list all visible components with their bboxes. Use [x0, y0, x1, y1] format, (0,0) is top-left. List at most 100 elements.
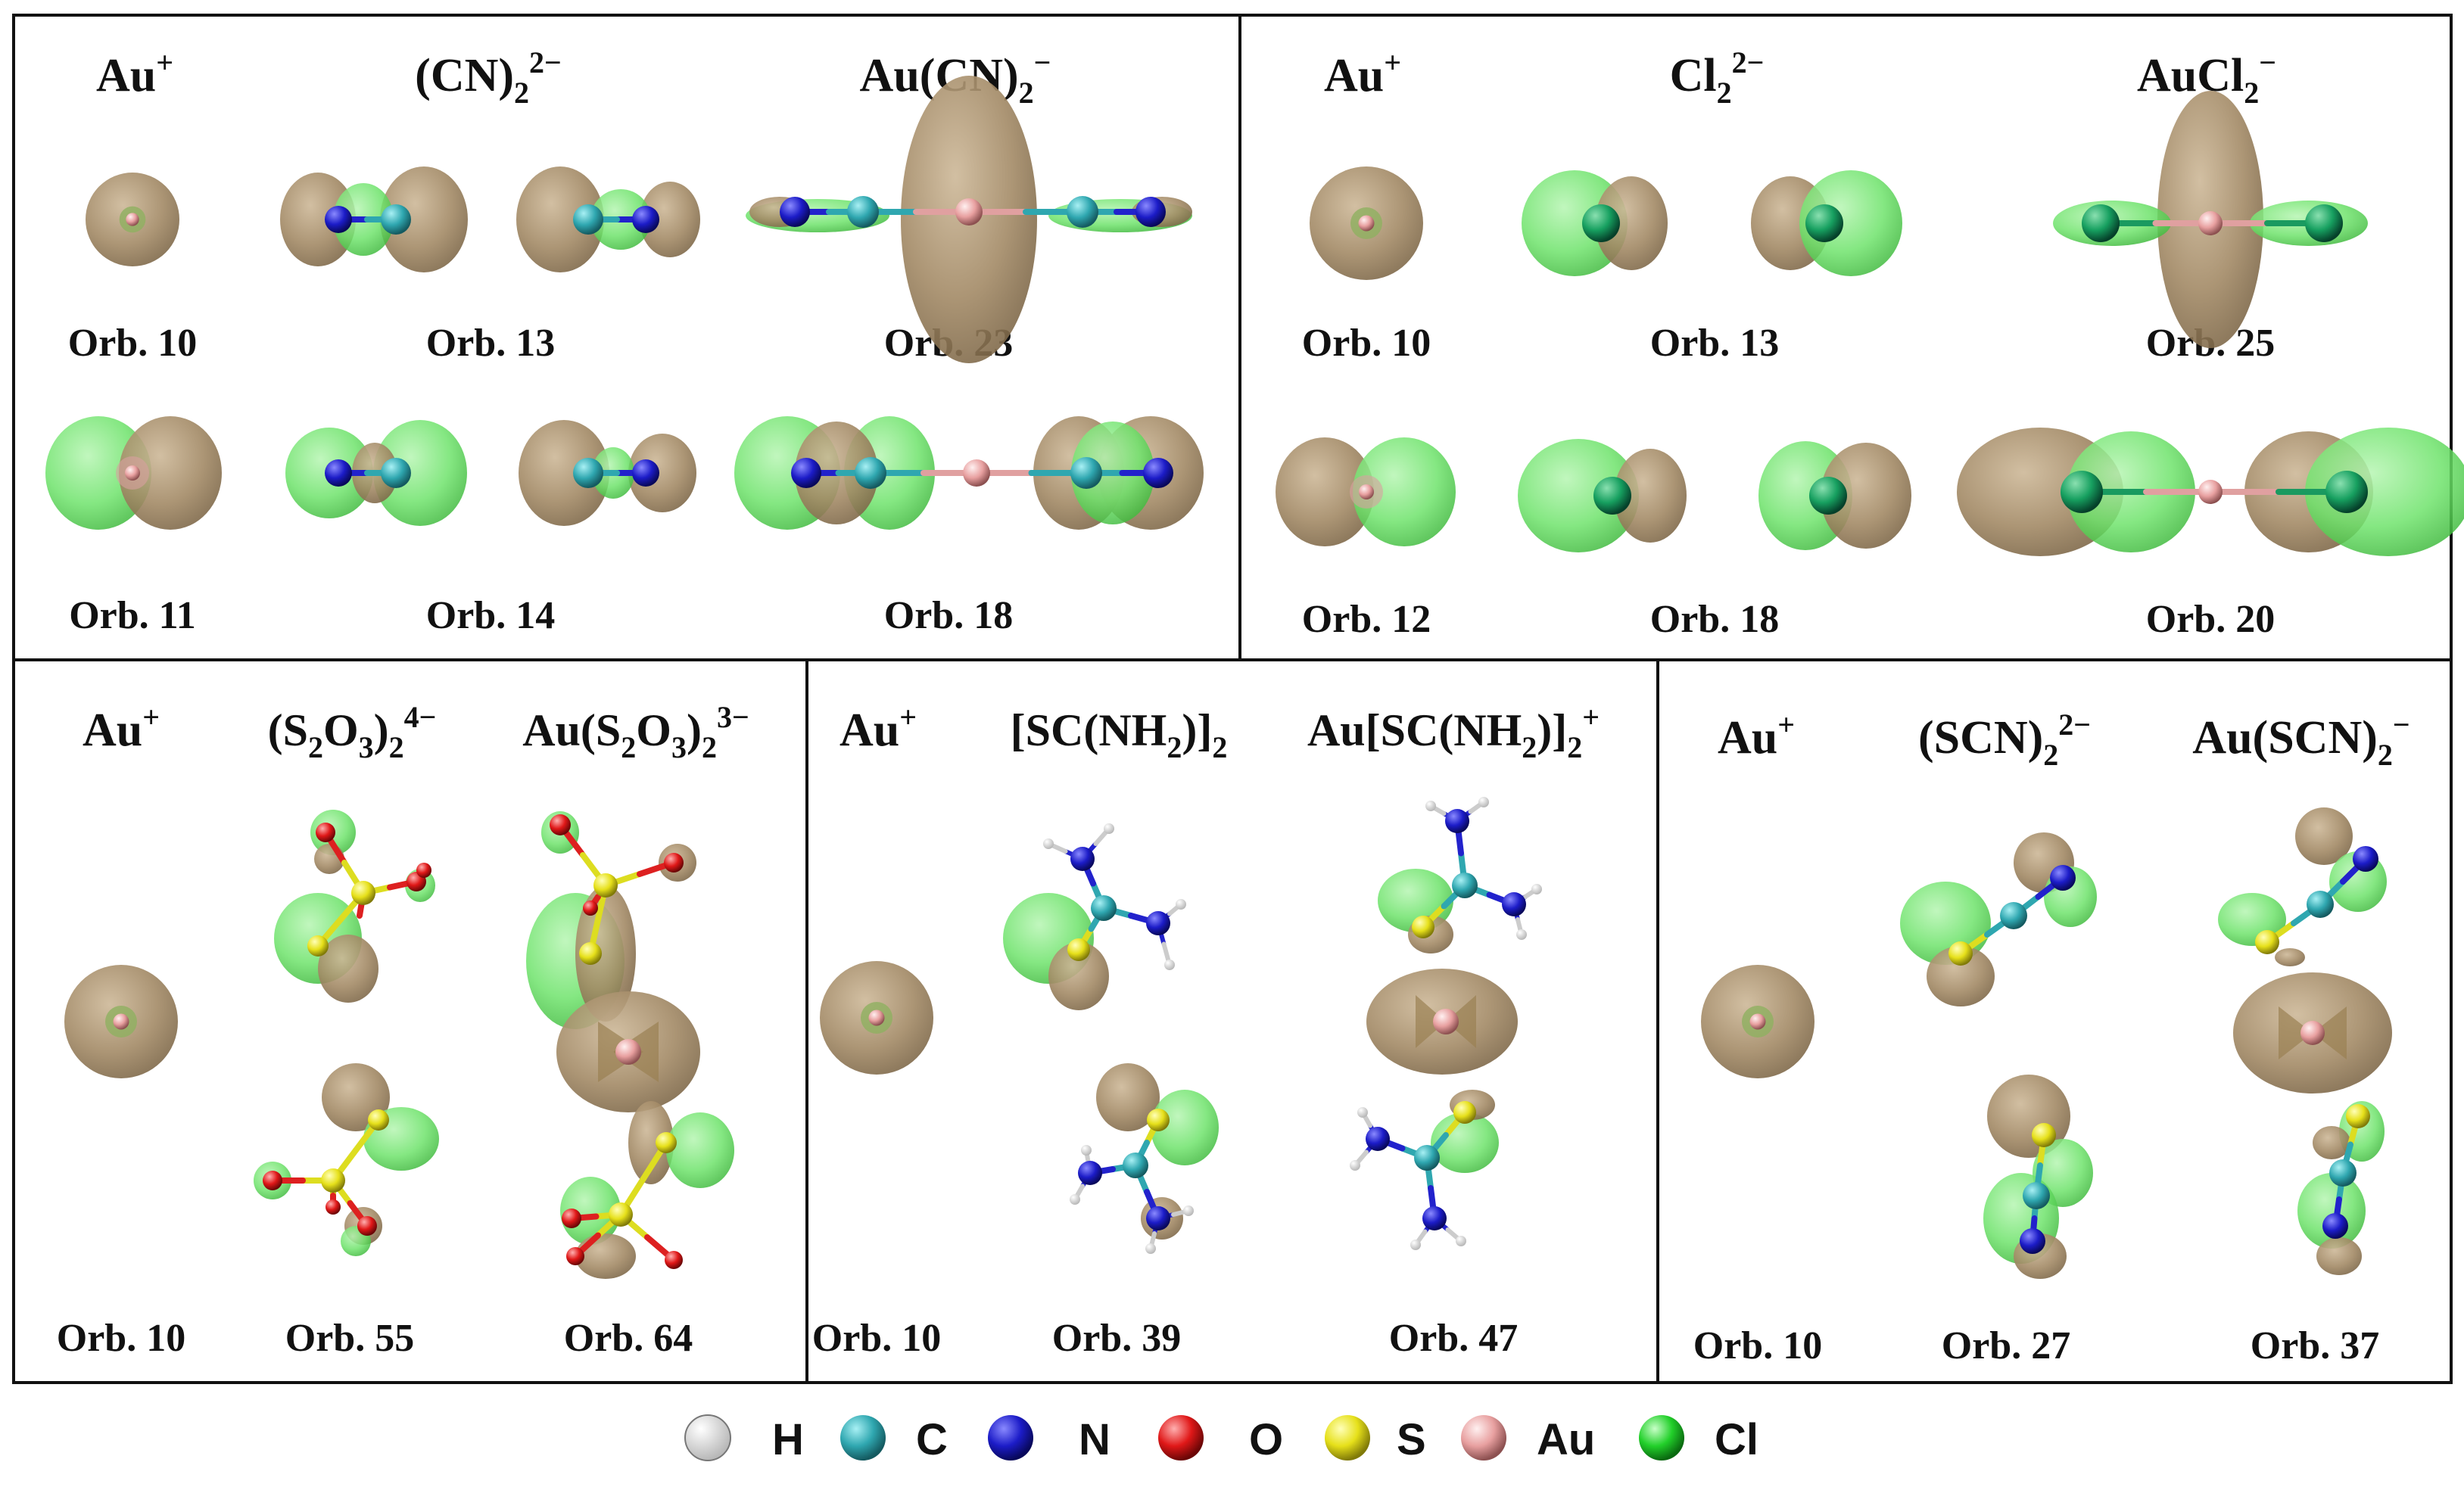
orbital-label: Orb. 55: [285, 1317, 414, 1360]
header-au-ion-1: Au+: [96, 45, 173, 101]
header-au-cl-complex: AuCl2−: [2137, 45, 2276, 110]
atom-c: [1091, 895, 1117, 921]
atom-h: [1357, 1107, 1368, 1118]
atom-au: [1433, 1009, 1459, 1034]
atom-s: [1453, 1101, 1476, 1124]
tan-lobe: [1595, 176, 1668, 270]
green-lobe: [1522, 170, 1628, 276]
orbital-label: Orb. 13: [1650, 322, 1779, 365]
tan-lobe: [519, 420, 609, 526]
atom-n: [1146, 1206, 1170, 1230]
atom-o: [416, 863, 431, 878]
frame-au-cn: [12, 14, 1241, 661]
atom-s: [321, 1168, 345, 1193]
atom-o: [566, 1247, 584, 1265]
atom-c: [381, 458, 411, 488]
header-au-ion-3: Au+: [83, 700, 160, 756]
atom-o: [326, 1199, 341, 1215]
orbital-label: Orb. 12: [1302, 598, 1431, 641]
atom-n: [791, 458, 821, 488]
atom-n: [2322, 1213, 2348, 1239]
header-s2o3-dimer: (S2O3)24−: [268, 700, 437, 764]
atom-s: [656, 1132, 677, 1153]
atom-h: [1145, 1243, 1156, 1254]
legend-label-cl: Cl: [1715, 1415, 1758, 1464]
atom-h: [1456, 1236, 1466, 1246]
orbital-label: Orb. 18: [884, 594, 1013, 637]
green-lobe: [666, 1112, 734, 1188]
orbital-label: Orb. 37: [2251, 1324, 2379, 1367]
tan-lobe: [1276, 437, 1374, 546]
atom-n: [325, 459, 352, 487]
atom-au: [615, 1039, 641, 1065]
atom-au: [1359, 484, 1374, 499]
atom-n: [632, 206, 659, 233]
orbital-label: Orb. 27: [1942, 1324, 2070, 1367]
atom-h: [1350, 1160, 1360, 1171]
atom-h: [1164, 960, 1175, 970]
atom-n: [2353, 846, 2378, 872]
tan-lobe: [516, 166, 604, 272]
legend-label-c: C: [916, 1415, 948, 1464]
panel-frames: [12, 14, 2453, 1384]
header-thiourea-dimer: [SC(NH2)]2: [1011, 705, 1228, 764]
green-lobe: [1151, 1090, 1219, 1165]
au-bond-lobe: [2313, 1006, 2347, 1059]
atom-h: [1478, 797, 1489, 807]
atom-n: [1146, 911, 1170, 935]
atom-au: [2198, 480, 2223, 504]
header-au-thiourea-complex: Au[SC(NH2)]2+: [1307, 700, 1600, 764]
atom-n: [1502, 892, 1526, 916]
atom-n: [1445, 809, 1469, 833]
green-lobe: [373, 420, 467, 526]
atom-s: [593, 873, 618, 897]
tan-lobe: [575, 885, 636, 1022]
bond: [357, 901, 365, 919]
atom-h: [1183, 1205, 1194, 1216]
header-au-ion-5: Au+: [1718, 708, 1795, 764]
atom-s: [2032, 1123, 2056, 1147]
tan-lobe: [119, 416, 222, 530]
header-au-ion-2: Au+: [1324, 45, 1401, 101]
legend-swatch-s: [1325, 1415, 1370, 1461]
atom-n: [632, 459, 659, 487]
atom-o: [263, 1171, 282, 1190]
orbital-isosurfaces: [45, 76, 2464, 1279]
green-lobe: [2305, 428, 2464, 556]
atom-au: [126, 213, 139, 226]
atom-h: [1070, 1194, 1080, 1205]
tan-lobe: [380, 166, 468, 272]
tan-lobe: [1927, 946, 1995, 1006]
atom-au: [868, 1009, 885, 1026]
orbital-label: Orb. 10: [1302, 322, 1431, 365]
header-au-ion-4: Au+: [840, 700, 917, 756]
orbital-label: Orb. 14: [426, 594, 555, 637]
green-lobe: [1518, 439, 1639, 552]
green-lobe: [1799, 170, 1902, 276]
legend-label-n: N: [1079, 1415, 1111, 1464]
atom-s: [1412, 916, 1434, 938]
green-lobe: [1900, 882, 1991, 965]
atom-au: [963, 459, 990, 487]
atom-c: [1067, 196, 1098, 228]
atom-s: [2346, 1104, 2370, 1128]
tan-lobe: [628, 434, 696, 512]
atom-au: [1358, 215, 1375, 232]
atom-au: [2300, 1021, 2325, 1045]
legend-label-s: S: [1397, 1415, 1426, 1464]
atom-h: [1410, 1240, 1421, 1250]
legend-swatch-n: [988, 1415, 1033, 1461]
tan-lobe: [280, 173, 356, 266]
orbital-label: Orb. 13: [426, 322, 555, 365]
atom-c: [1414, 1145, 1440, 1171]
atom-n: [1070, 847, 1095, 871]
orbital-label: Orb. 10: [57, 1317, 185, 1360]
legend-swatch-au: [1461, 1415, 1506, 1461]
tan-lobe: [2295, 807, 2353, 865]
atom-n: [325, 206, 352, 233]
atom-cld: [1593, 477, 1631, 515]
atom-n: [1366, 1127, 1390, 1151]
atom-c: [573, 204, 603, 235]
legend-label-h: H: [772, 1415, 804, 1464]
atom-au: [955, 198, 983, 226]
